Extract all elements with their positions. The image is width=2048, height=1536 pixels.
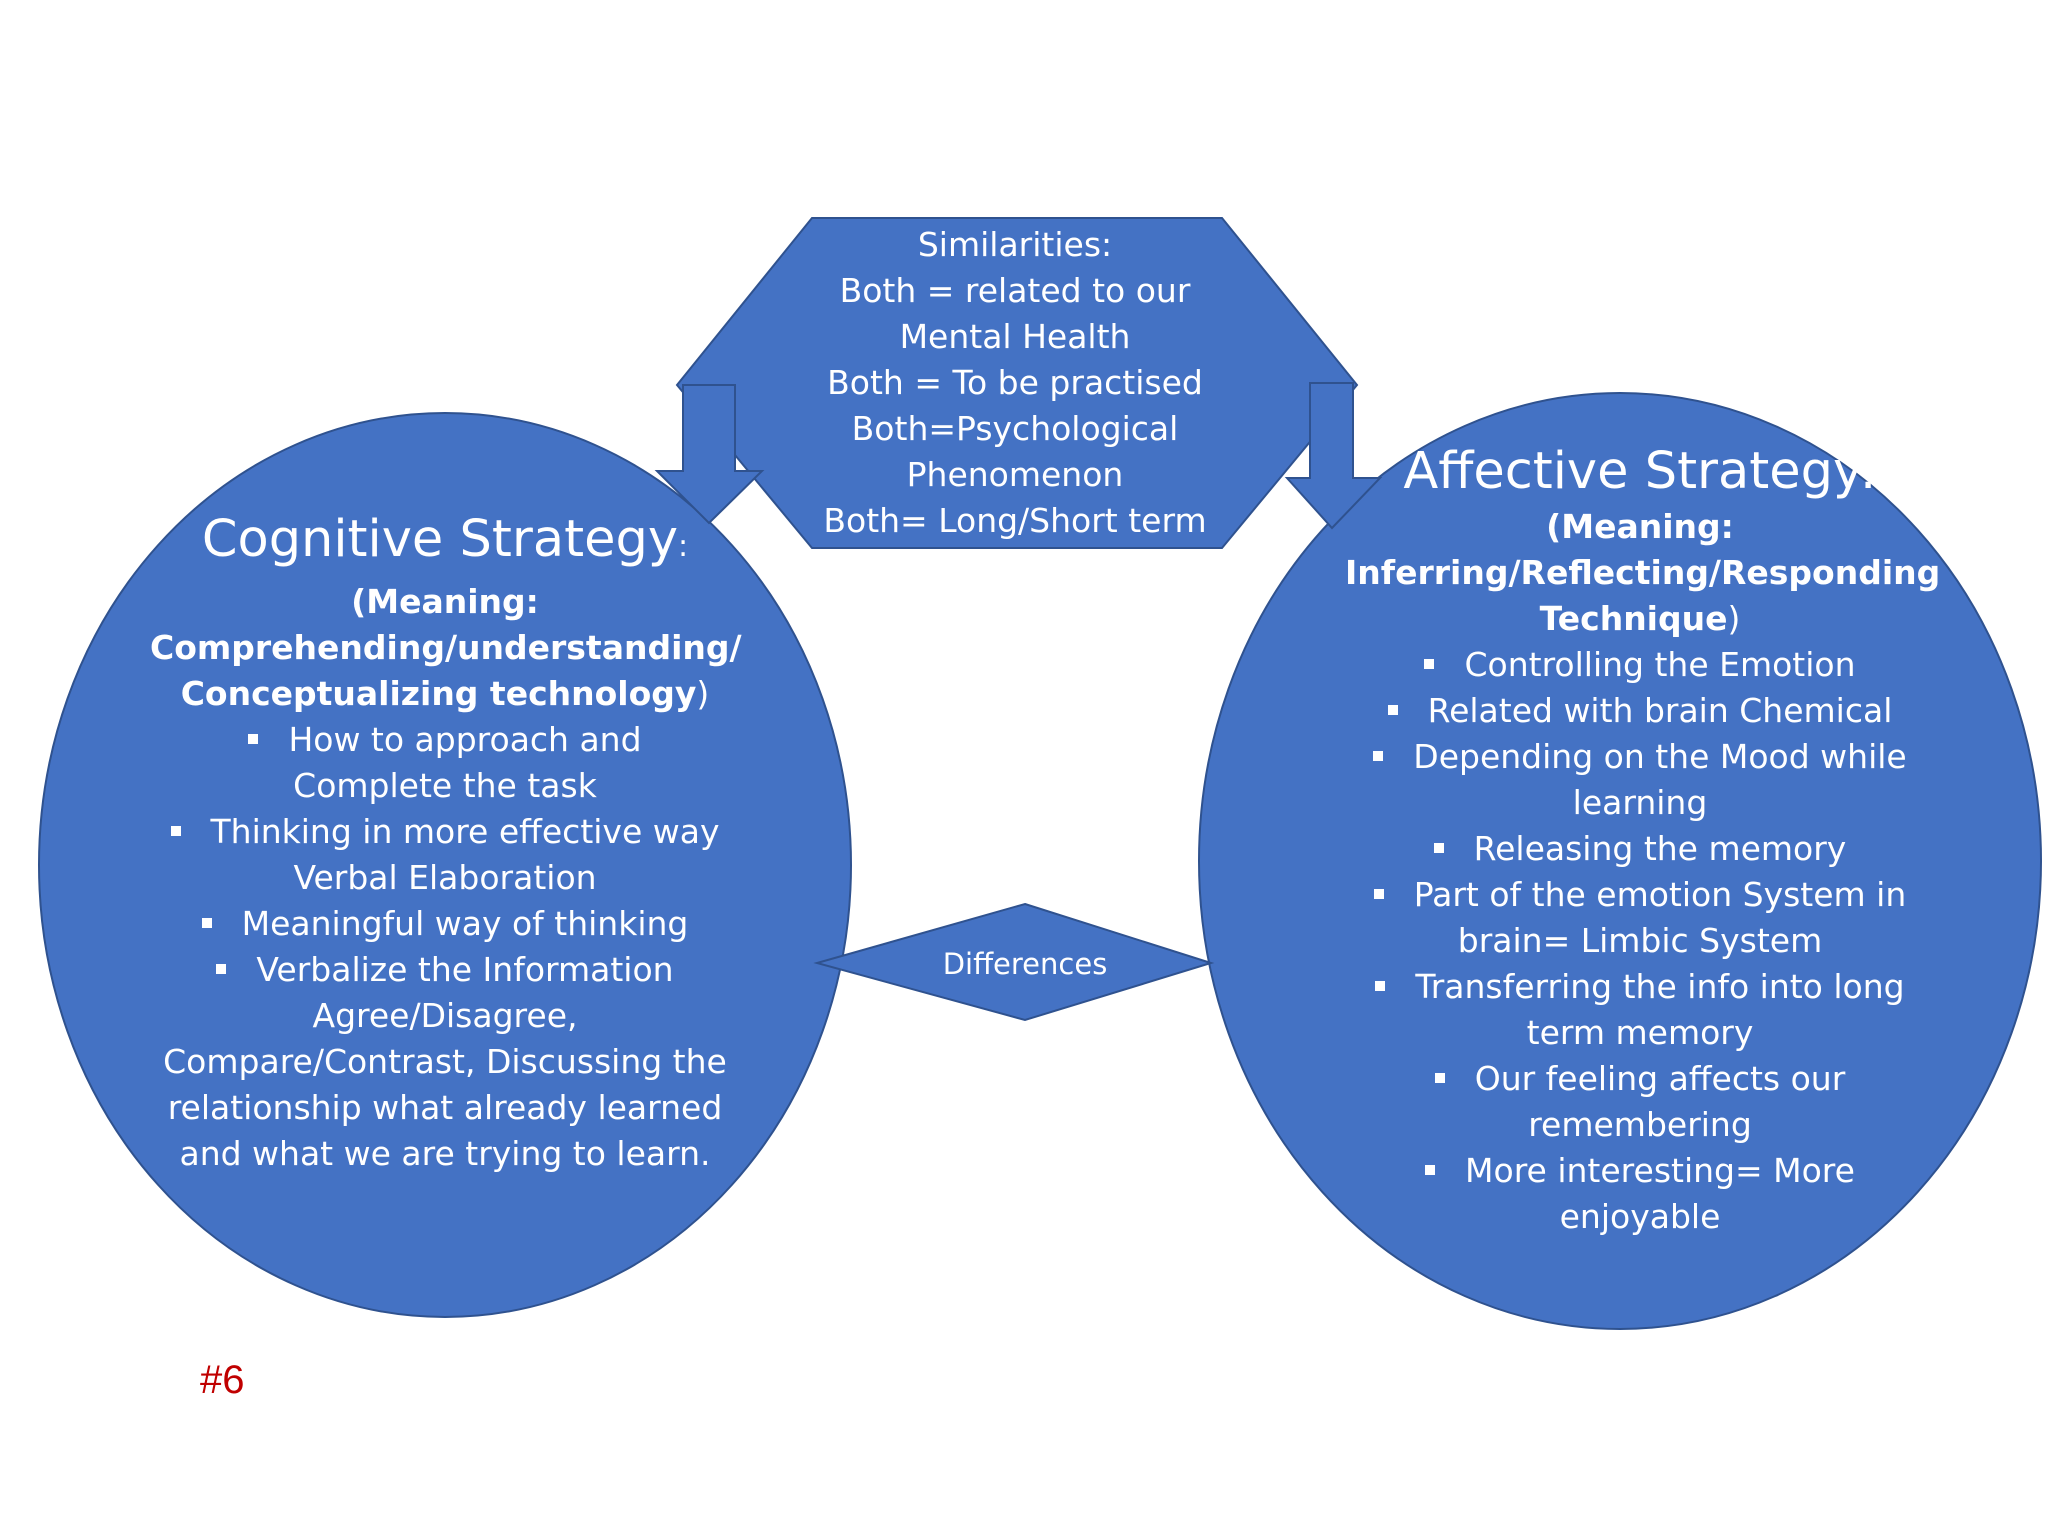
affective-bullet: More interesting= More [1345,1148,1935,1194]
affective-bullet: Controlling the Emotion [1345,642,1935,688]
affective-bullet-continuation: term memory [1526,1013,1754,1052]
differences-diamond [813,902,1215,1022]
cognitive-bullet-continuation: and what we are trying to learn. [179,1134,711,1173]
right-down-arrow [1284,382,1383,530]
affective-bullet-continuation: enjoyable [1559,1197,1721,1236]
similarities-line: Similarities: [917,225,1113,264]
similarities-line: Mental Health [899,317,1131,356]
bullet-text: Part of the emotion System in [1413,875,1907,914]
bullet-square-icon [248,733,259,744]
affective-bullet: Releasing the memory [1345,826,1935,872]
affective-meaning-text: Technique [1539,599,1728,638]
left-down-arrow [654,384,765,525]
cognitive-meaning-line: Comprehending/understanding/ [150,628,742,667]
bullet-square-icon [216,963,227,974]
cognitive-meaning-close: ) [696,674,710,713]
cognitive-bullet: Thinking in more effective way [150,809,740,855]
bullet-square-icon [201,917,212,928]
bullet-text: Related with brain Chemical [1427,691,1893,730]
similarities-line: Both= Long/Short term [823,501,1207,540]
affective-bullet-continuation: learning [1572,783,1708,822]
bullet-text: How to approach and [288,720,642,759]
cognitive-bullet: Meaningful way of thinking [150,901,740,947]
affective-meaning-line: (Meaning: [1546,507,1734,546]
cognitive-bullet-continuation: Compare/Contrast, Discussing the [163,1042,727,1081]
similarities-line: Phenomenon [906,455,1124,494]
affective-meaning-line: Inferring/Reflecting/Responding [1345,553,1941,592]
affective-bullet: Transferring the info into long [1345,964,1935,1010]
affective-circle [1198,392,2042,1330]
affective-bullet-continuation: brain= Limbic System [1457,921,1823,960]
cognitive-title: Cognitive Strategy: [150,508,740,579]
bullet-text: Transferring the info into long [1415,967,1905,1006]
cognitive-meaning-line: Conceptualizing technology) [150,671,740,717]
bullet-text: Controlling the Emotion [1464,645,1856,684]
affective-bullet: Related with brain Chemical [1345,688,1935,734]
cognitive-title-colon: : [678,529,689,564]
bullet-square-icon [1425,1164,1436,1175]
cognitive-meaning-text: Conceptualizing technology [180,674,697,713]
affective-bullet: Part of the emotion System in [1345,872,1935,918]
cognitive-bullet-continuation: Complete the task [293,766,597,805]
affective-bullet-continuation: remembering [1528,1105,1752,1144]
bullet-square-icon [170,825,181,836]
bullet-text: Thinking in more effective way [210,812,720,851]
bullet-text: Depending on the Mood while [1413,737,1907,776]
bullet-square-icon [1424,658,1435,669]
cognitive-bullet: Verbalize the Information [150,947,740,993]
bullet-text: More interesting= More [1465,1151,1855,1190]
cognitive-bullet-continuation: relationship what already learned [167,1088,723,1127]
differences-label: Differences [942,947,1108,981]
cognitive-meaning-line: (Meaning: [351,582,539,621]
similarities-line: Both = To be practised [827,363,1203,402]
bullet-square-icon [1375,980,1386,991]
bullet-square-icon [1433,842,1444,853]
bullet-text: Our feeling affects our [1474,1059,1846,1098]
similarities-octagon [675,217,1359,549]
slide-number: #6 [200,1358,245,1402]
bullet-text: Verbalize the Information [256,950,674,989]
similarities-line: Both = related to our [839,271,1191,310]
bullet-square-icon [1434,1072,1445,1083]
affective-bullet: Our feeling affects our [1345,1056,1935,1102]
affective-text: Affective Strategy: (Meaning: Inferring/… [1345,440,1941,1240]
affective-meaning-close: ) [1727,599,1741,638]
cognitive-title-text: Cognitive Strategy [201,510,679,569]
affective-bullet: Depending on the Mood while [1345,734,1935,780]
bullet-text: Releasing the memory [1473,829,1847,868]
bullet-square-icon [1373,750,1384,761]
affective-title: Affective Strategy: [1403,442,1877,501]
affective-meaning-line: Technique) [1345,596,1935,642]
bullet-text: Meaningful way of thinking [241,904,689,943]
cognitive-bullet-continuation: Agree/Disagree, [312,996,578,1035]
similarities-text: Similarities: Both = related to our Ment… [780,222,1250,544]
bullet-square-icon [1373,888,1384,899]
cognitive-bullet: How to approach and [150,717,740,763]
bullet-square-icon [1387,704,1398,715]
cognitive-circle [38,412,852,1318]
cognitive-bullet-continuation: Verbal Elaboration [293,858,597,897]
similarities-line: Both=Psychological [851,409,1179,448]
cognitive-text: Cognitive Strategy: (Meaning: Comprehend… [150,508,742,1177]
